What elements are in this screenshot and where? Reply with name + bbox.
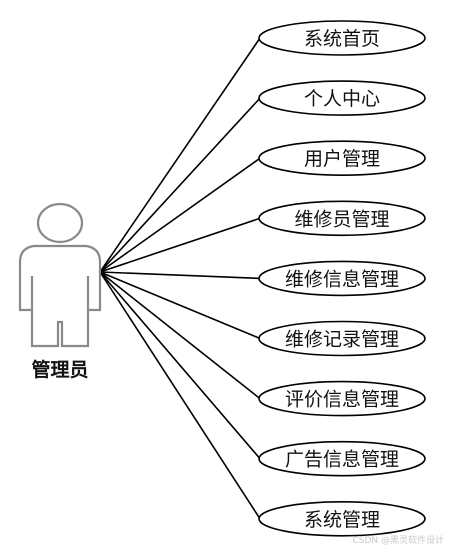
association-lines	[99, 37, 261, 520]
watermark: CSDN @黑灵软件设计	[352, 534, 444, 546]
use-case-ellipse	[258, 260, 426, 297]
association-line	[99, 157, 261, 273]
use-case-label: 系统首页	[304, 28, 380, 50]
association-line	[99, 271, 261, 400]
use-case-label: 维修记录管理	[285, 329, 399, 351]
use-case-label: 维修信息管理	[285, 268, 399, 290]
use-case: 维修信息管理	[258, 260, 426, 297]
use-case: 广告信息管理	[258, 440, 426, 477]
use-case-label: 维修员管理	[294, 208, 389, 230]
association-line	[99, 217, 261, 273]
use-case: 维修员管理	[258, 200, 426, 237]
use-case-label: 广告信息管理	[285, 449, 399, 471]
use-case-list: 系统首页个人中心用户管理维修员管理维修信息管理维修记录管理评价信息管理广告信息管…	[258, 20, 426, 537]
use-case: 评价信息管理	[258, 380, 426, 417]
use-case: 系统管理	[258, 500, 426, 537]
actor-body	[18, 244, 102, 348]
use-case-ellipse	[258, 440, 426, 477]
use-case: 用户管理	[258, 140, 426, 176]
association-line	[99, 271, 261, 520]
use-case-label: 系统管理	[304, 509, 380, 531]
use-case-ellipse	[258, 80, 426, 116]
actor-head	[36, 202, 84, 244]
use-case-ellipse	[258, 140, 426, 176]
association-line	[99, 271, 261, 280]
use-case: 系统首页	[258, 20, 426, 56]
use-case-label: 评价信息管理	[285, 389, 399, 411]
use-case-ellipse	[258, 380, 426, 417]
actor-figure	[18, 202, 102, 348]
use-case: 个人中心	[258, 80, 426, 116]
association-line	[99, 271, 261, 460]
association-line	[99, 97, 261, 273]
association-line	[99, 271, 261, 340]
use-case-label: 用户管理	[304, 148, 380, 170]
use-case: 维修记录管理	[258, 320, 426, 357]
association-line	[99, 37, 261, 273]
use-case-ellipse	[258, 200, 426, 237]
actor-name: 管理员	[31, 358, 88, 381]
use-case-ellipse	[258, 500, 426, 537]
use-case-ellipse	[258, 320, 426, 357]
use-case-ellipse	[258, 20, 426, 56]
use-case-label: 个人中心	[304, 88, 380, 110]
